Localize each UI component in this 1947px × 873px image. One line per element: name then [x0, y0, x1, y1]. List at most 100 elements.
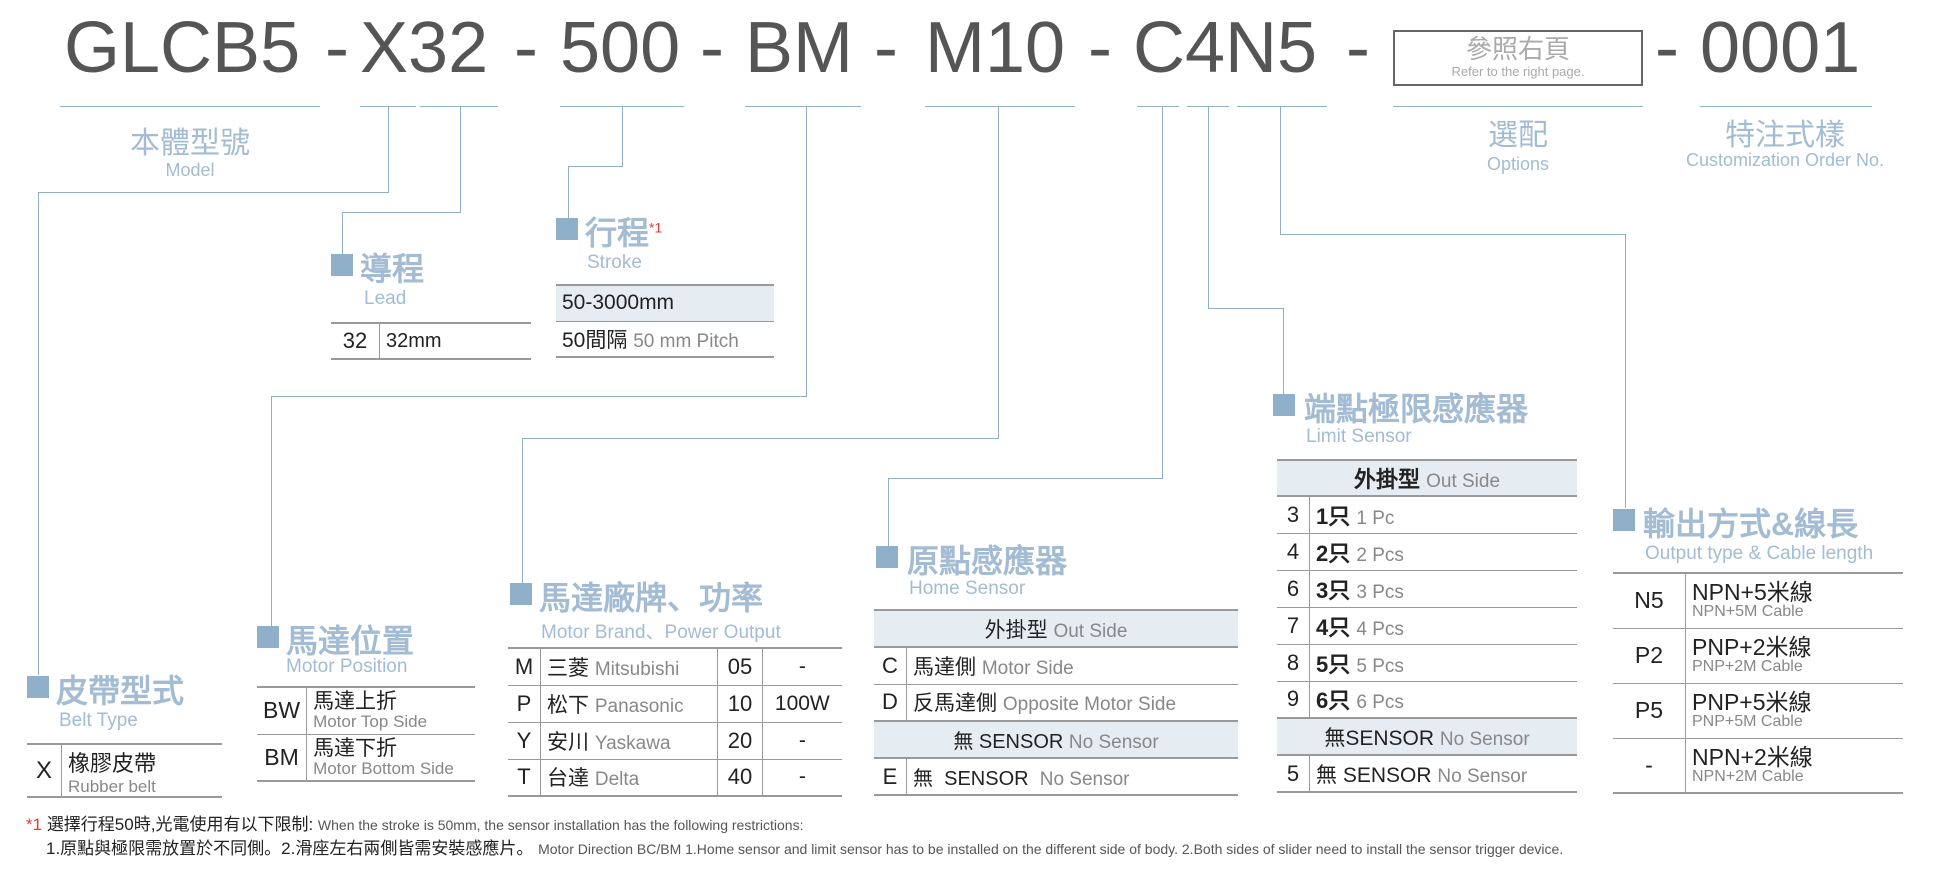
motor-brand-en: Delta — [594, 769, 640, 791]
limit-sensor-cn: 3只 — [1316, 577, 1351, 603]
home-sensor-en: Opposite Motor Side — [1002, 694, 1177, 716]
limit-sensor-option: 無 SENSOR No Sensor — [1310, 755, 1578, 792]
motor-position-sub: Motor Position — [286, 656, 408, 677]
limit-sensor-sub: Limit Sensor — [1306, 426, 1412, 447]
stroke-title: 行程*1 — [585, 208, 662, 254]
motor-position-en: Motor Bottom Side — [313, 758, 454, 778]
motor-brand-code: M — [508, 648, 541, 685]
footnote-line-1-cn: 選擇行程50時,光電使用有以下限制: — [46, 815, 314, 834]
output-en: PNP+5M Cable — [1692, 713, 1803, 730]
motor-position-cn: 馬達下折 — [313, 736, 398, 760]
stroke-pitch: 50間隔 50 mm Pitch — [556, 321, 774, 357]
output-cn: PNP+5米線 — [1692, 689, 1812, 715]
home-sensor-none-sensor: SENSOR — [978, 731, 1064, 753]
limit-sensor-en: 5 Pcs — [1356, 655, 1404, 677]
home-sensor-en: Motor Side — [981, 657, 1074, 679]
home-sensor-code: D — [874, 684, 907, 721]
motor-power-code: 10 — [717, 685, 763, 722]
limit-sensor-cn: 4只 — [1316, 614, 1351, 640]
limit-sensor-option: 4只 4 Pcs — [1310, 607, 1578, 644]
footnote-line-2: 1.原點與極限需放置於不同側。2.滑座左右兩側皆需安裝感應片。 Motor Di… — [46, 834, 1563, 859]
motor-position-code: BM — [257, 734, 308, 781]
limit-sensor-cn: 2只 — [1316, 540, 1351, 566]
home-sensor-sensor: SENSOR — [944, 768, 1029, 790]
home-sensor-header: 外掛型 Out Side — [874, 610, 1238, 647]
motor-brand-cn: 三菱 — [547, 656, 589, 680]
limit-sensor-en: No Sensor — [1437, 765, 1528, 787]
motor-brand-cn: 安川 — [547, 730, 589, 754]
motor-brand-en: Panasonic — [594, 695, 684, 717]
model-label-en: Model — [165, 160, 215, 180]
output-en: NPN+2M Cable — [1692, 767, 1804, 785]
limit-sensor-option: 5只 5 Pcs — [1310, 644, 1578, 681]
limit-sensor-option: 1只 1 Pc — [1310, 496, 1578, 533]
limit-sensor-header-cn: 外掛型 — [1353, 467, 1420, 492]
limit-sensor-en: 3 Pcs — [1356, 581, 1404, 603]
limit-sensor-cn: 6只 — [1316, 688, 1351, 714]
belt-code: X — [27, 744, 62, 797]
stroke-pitch-cn: 50間隔 — [562, 328, 628, 352]
motor-position-code: BW — [257, 687, 308, 734]
stroke-mark: *1 — [649, 219, 663, 236]
code-customization: 0001 — [1700, 8, 1861, 88]
limit-sensor-code: 6 — [1277, 570, 1310, 607]
footnote-line-2-cn: 1.原點與極限需放置於不同側。2.滑座左右兩側皆需安裝感應片。 — [46, 839, 534, 858]
stroke-range: 50-3000mm — [556, 285, 774, 321]
motor-position-title: 馬達位置 — [286, 623, 415, 659]
lead-table: 32 32mm — [331, 322, 531, 360]
options-box: 參照右頁 Refer to the right page. — [1393, 30, 1643, 86]
lead-sub: Lead — [364, 288, 407, 309]
motor-power: - — [798, 728, 806, 752]
code-model: GLCB5 — [64, 8, 301, 88]
motor-brand-name: 三菱 Mitsubishi — [540, 648, 719, 685]
motor-brand-title: 馬達廠牌、功率 — [539, 580, 764, 616]
limit-sensor-header-en: Out Side — [1426, 471, 1501, 492]
code-dash: - — [700, 8, 724, 88]
home-sensor-header-cn: 外掛型 — [984, 618, 1048, 642]
motor-brand-table: M 三菱 Mitsubishi 05 - P 松下 Panasonic 10 1… — [508, 647, 842, 797]
limit-sensor-cn: 5只 — [1316, 651, 1351, 677]
motor-position-cn: 馬達上折 — [313, 690, 398, 714]
belt-title: 皮帶型式 — [56, 673, 185, 709]
output-title: 輸出方式&線長 — [1643, 506, 1859, 542]
motor-brand-code: P — [508, 685, 541, 722]
home-sensor-sub: Home Sensor — [909, 578, 1026, 599]
options-label-en: Options — [1486, 154, 1550, 174]
code-belt-lead: X32 — [360, 8, 489, 88]
stroke-pitch-en: 50 mm Pitch — [633, 330, 739, 352]
code-dash: - — [1088, 8, 1112, 88]
lead-title: 導程 — [360, 251, 425, 287]
limit-sensor-sensor: SENSOR — [1342, 763, 1432, 787]
belt-en: Rubber belt — [68, 777, 156, 796]
motor-brand-code: Y — [508, 722, 541, 759]
output-code: N5 — [1613, 573, 1686, 628]
limit-sensor-none-en: No Sensor — [1439, 728, 1530, 750]
code-stroke: 500 — [560, 8, 681, 88]
output-sub: Output type & Cable length — [1645, 543, 1874, 564]
home-sensor-cn: 反馬達側 — [913, 692, 997, 716]
stroke-sub: Stroke — [587, 252, 642, 273]
code-dash: - — [325, 8, 349, 88]
output-code: - — [1613, 738, 1686, 793]
motor-power: - — [798, 765, 806, 789]
custom-label-en: Customization Order No. — [1685, 150, 1885, 170]
options-box-en: Refer to the right page. — [1451, 64, 1585, 79]
lead-value: 32mm — [386, 329, 442, 352]
motor-power-code: 20 — [717, 722, 763, 759]
motor-position-en: Motor Top Side — [313, 712, 428, 732]
footnote-line-1-en: When the stroke is 50mm, the sensor inst… — [317, 817, 804, 833]
code-dash: - — [1655, 8, 1679, 88]
motor-power-code: 40 — [717, 759, 763, 796]
options-box-cn: 參照右頁 — [1465, 34, 1570, 64]
belt-sub: Belt Type — [59, 710, 138, 731]
home-sensor-option: 馬達側 Motor Side — [907, 647, 1239, 684]
motor-power-code: 05 — [717, 648, 763, 685]
stroke-table: 50-3000mm 50間隔 50 mm Pitch — [556, 284, 774, 358]
belt-cn: 橡膠皮帶 — [68, 751, 157, 776]
limit-sensor-en: 1 Pc — [1356, 507, 1395, 529]
home-sensor-cn: 馬達側 — [913, 655, 976, 679]
motor-brand-cn: 松下 — [547, 693, 589, 717]
limit-sensor-cn: 1只 — [1316, 503, 1351, 529]
